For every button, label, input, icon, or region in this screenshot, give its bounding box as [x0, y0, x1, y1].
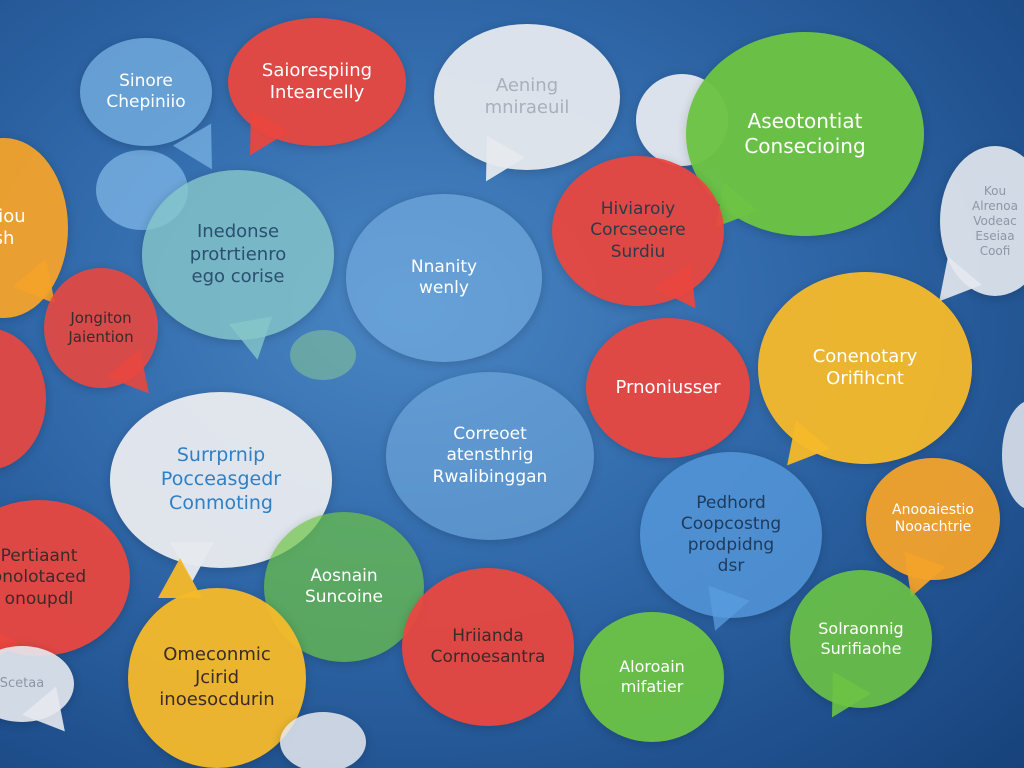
bubble-text-line: Pocceasgedr [160, 468, 282, 491]
speech-bubble-tail [22, 686, 82, 746]
bubble-text-line: Conenotary [812, 345, 918, 367]
bubble-text-line: Orifihcnt [826, 368, 904, 389]
bubble-text-line: prodpidng [687, 535, 775, 555]
bubble-text-line: Conmoting [169, 491, 273, 514]
bubble-text-line: Aloroain [619, 657, 685, 676]
bubble-text-line: Rwalibinggan [432, 466, 548, 487]
bubble-text-line: Nooachtrie [894, 519, 972, 535]
bubble-text-line: Intearcelly [269, 82, 365, 103]
bubble-text-line: onolotaced [0, 567, 87, 588]
bubble-text-line: onoupdl [4, 588, 74, 609]
bubble-text-line: mniraeuil [484, 97, 570, 118]
bubble-text-line: Aening [495, 74, 559, 96]
bubble-text-line: ego corise [191, 266, 285, 288]
bubble-text-line: Nnanity [410, 256, 478, 277]
bubble-text-line: ren [0, 388, 1, 409]
bubble-text-line: Inedonse [196, 221, 280, 243]
speech-bubble: ren [0, 328, 46, 497]
bubble-text-line: Aseotontiat [747, 109, 863, 133]
bubble-text-line: Scetaa [0, 675, 45, 691]
bubble-text-line: Suncoine [304, 587, 384, 607]
bubble-text-line: Anooaiestio [892, 501, 974, 518]
speech-bubble: Prnoniusser [586, 318, 750, 458]
bubble-text-line: Hriianda [452, 625, 524, 646]
bubble-text-line: Vodeac [973, 213, 1017, 228]
bubble-text-line: Eseiaa [975, 228, 1015, 243]
bubble-text-line: Saiorespiing [261, 59, 373, 81]
bubble-text-line: Consecioing [744, 134, 866, 158]
bubble-text-line: Surifiaohe [820, 639, 902, 658]
bubble-text-line: Prnoniusser [615, 376, 721, 398]
speech-bubble [280, 712, 366, 768]
bubble-text-line: Hiviaroiy [600, 199, 676, 220]
speech-bubble-tail [466, 135, 526, 193]
speech-bubble-tail [654, 262, 714, 322]
bubble-text-line: wenly [419, 278, 469, 298]
speech-bubble-tail [0, 439, 10, 497]
bubble-text-line: Aosnain [310, 565, 378, 586]
speech-bubble-tail [812, 671, 872, 729]
bubble-text-line: Alrenoa [972, 198, 1018, 213]
bubble-text-line: Chepiniio [106, 92, 186, 112]
bubble-text-line: Kou [983, 183, 1007, 198]
speech-bubble-tail [170, 542, 214, 582]
bubble-text-line: Corcseoere [590, 220, 686, 241]
bubble-text-line: Coopcostng [680, 513, 782, 534]
speech-bubble: Scetaa [0, 646, 82, 746]
speech-bubble-tail [158, 558, 202, 598]
bubble-text-line: Jcirid [194, 666, 240, 688]
bubble-text-line: Solraonnig [818, 619, 904, 638]
speech-bubble-tail [230, 109, 290, 167]
bubble-text-line: protrtienro [189, 243, 287, 265]
bubble-text-line: dsr [717, 556, 745, 577]
bubble-text-line: Surdiu [610, 241, 666, 262]
bubble-text-line: Pedhord [696, 492, 766, 513]
bubble-text-line: mifatier [620, 677, 684, 696]
bubble-text-line: Cornoesantra [430, 647, 546, 667]
speech-bubble-tail [106, 348, 166, 408]
decorative-white-circle [1002, 400, 1024, 510]
bubble-text-line: atensthrig [446, 445, 534, 466]
bubble-text-line: inoesocdurin [159, 689, 275, 711]
decorative-green-circle [290, 330, 356, 380]
bubble-text-line: Sinore [119, 70, 173, 91]
bubble-text-line: Jaiention [68, 328, 134, 346]
bubble-text-line: sh [0, 228, 15, 249]
bubble-text-line: Surrprnip [176, 444, 266, 467]
bubble-text-line: Pertiaant [0, 546, 78, 567]
bubble-text-line: Omeconmic [163, 644, 271, 666]
bubble-text-line: laiou [0, 205, 26, 227]
bubble-text-line: Correoet [453, 424, 527, 445]
speech-bubble-tail [228, 316, 280, 364]
bubble-text-line: Jongiton [70, 309, 132, 328]
bubble-text-line: Coofi [979, 243, 1011, 258]
